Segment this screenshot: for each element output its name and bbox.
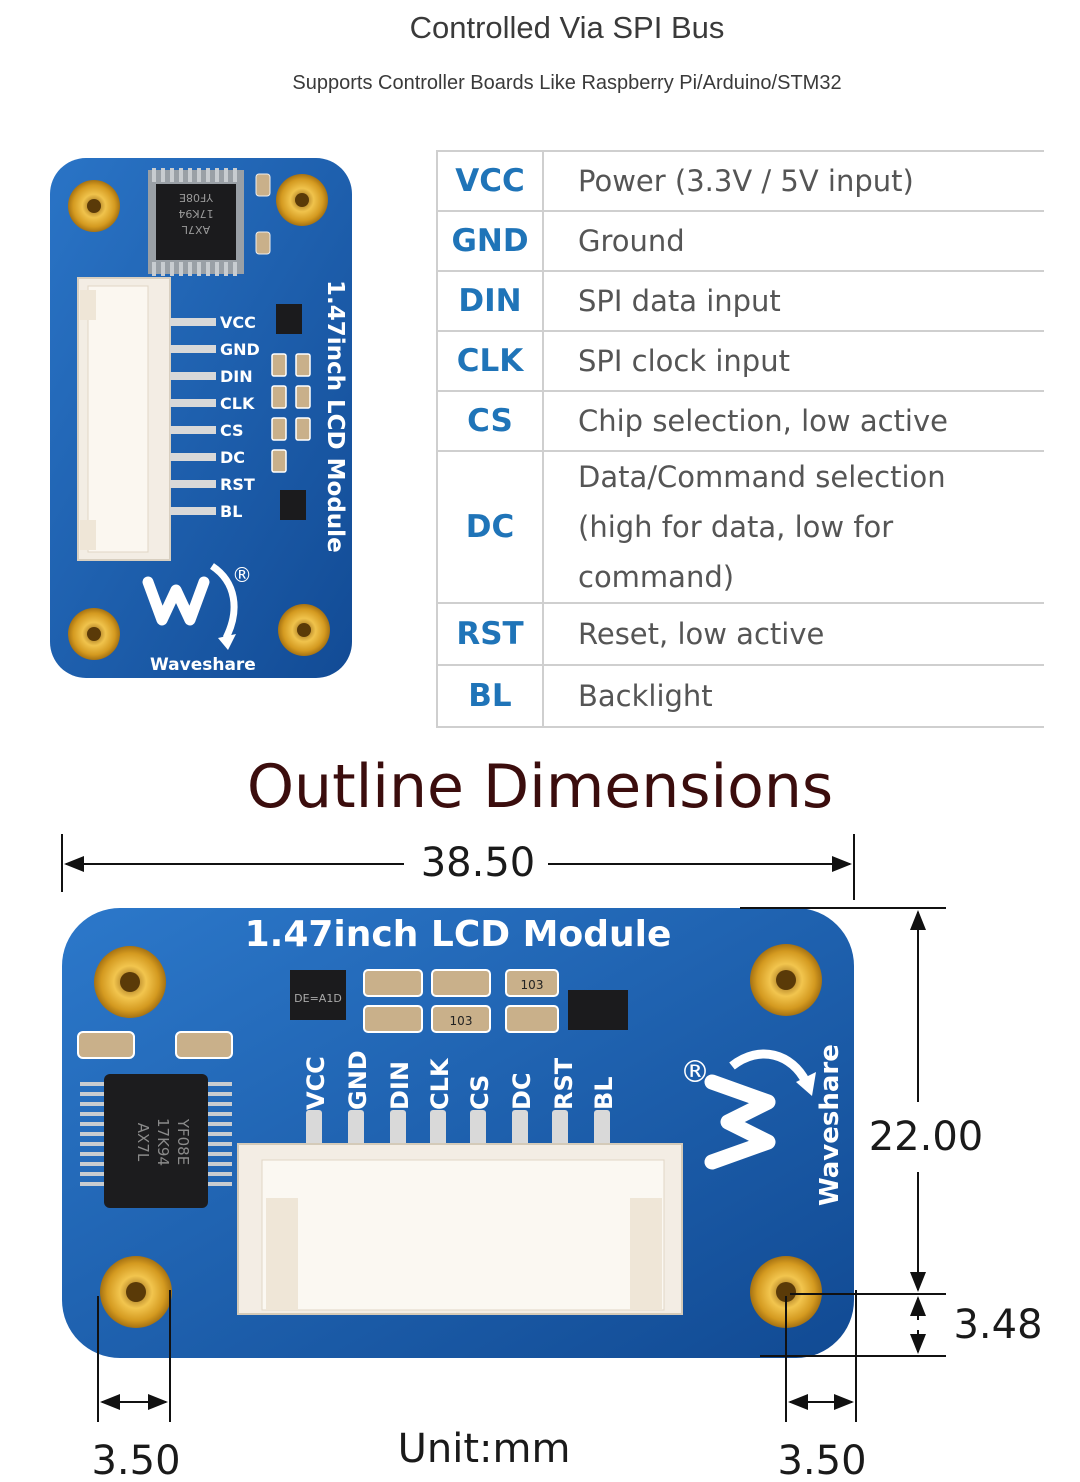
ic-chip: AX7L 17K94 YF08E (148, 168, 244, 276)
board-pin-label: DIN (220, 367, 253, 386)
board-pin-label: RST (550, 1057, 578, 1110)
dim-height: 22.00 (869, 1114, 984, 1160)
pin-desc: Power (3.3V / 5V input) (543, 150, 1044, 212)
resistor-array (363, 969, 559, 1033)
resistor-marking: 103 (450, 1014, 473, 1028)
connector (77, 277, 216, 561)
board-pin-label: CLK (220, 394, 255, 413)
dim-hole-left: 3.50 (91, 1438, 180, 1482)
pin-name: VCC (436, 150, 544, 212)
board-pin-label: CS (220, 421, 244, 440)
pin-row: BL Backlight (436, 664, 1044, 728)
board-front-image: AX7L 17K94 YF08E VCC GND DIN CLK CS DC R… (50, 158, 352, 678)
board-module-title: 1.47inch LCD Module (245, 914, 672, 955)
pin-name: DIN (436, 270, 544, 332)
pin-desc: Chip selection, low active (543, 390, 1044, 452)
pin-row: DIN SPI data input (436, 270, 1044, 332)
pin-row: RST Reset, low active (436, 602, 1044, 666)
waveshare-logo-icon (142, 563, 238, 650)
chip-marking: YF08E (179, 191, 214, 204)
board-pin-label: VCC (302, 1056, 330, 1110)
pin-name: DC (436, 450, 544, 604)
capacitor (255, 173, 271, 197)
pin-row: GND Ground (436, 210, 1044, 272)
pin-desc: Ground (543, 210, 1044, 272)
outline-drawing: 1.47inch LCD Module DE=A1D 103 103 AX7L … (61, 834, 1043, 1482)
board-pin-label: RST (220, 475, 255, 494)
pin-desc: Data/Command selection (high for data, l… (543, 450, 1044, 604)
pin-name: GND (436, 210, 544, 272)
transistor (276, 304, 302, 334)
resistor-marking: 103 (521, 978, 544, 992)
capacitor (77, 1031, 135, 1059)
transistor-marking: DE=A1D (294, 992, 342, 1005)
dim-hole-right: 3.50 (777, 1438, 866, 1482)
transistor (280, 490, 306, 520)
header-subtitle: Supports Controller Boards Like Raspberr… (292, 72, 842, 94)
board-pin-label: BL (590, 1076, 618, 1110)
transistor (568, 990, 628, 1030)
chip-marking: 17K94 (154, 1118, 172, 1166)
board-pin-label: GND (344, 1050, 372, 1110)
registered-mark: ® (232, 563, 252, 587)
pin-name: CS (436, 390, 544, 452)
pin-desc: Backlight (543, 664, 1044, 728)
pin-name: RST (436, 602, 544, 666)
waveshare-logo-icon (704, 1049, 816, 1170)
pin-desc: SPI clock input (543, 330, 1044, 392)
ic-chip: AX7L 17K94 YF08E (80, 1074, 232, 1208)
board-pin-label: GND (220, 340, 260, 359)
board-pin-label: DIN (386, 1061, 414, 1110)
chip-marking: AX7L (134, 1123, 152, 1162)
board-pin-label: DC (220, 448, 245, 467)
pin-desc: Reset, low active (543, 602, 1044, 666)
board-brand: Waveshare (815, 1044, 845, 1206)
pin-desc-line: (high for data, low for command) (578, 510, 894, 594)
dim-width: 38.50 (421, 840, 536, 886)
unit-label: Unit:mm (398, 1426, 571, 1472)
pin-desc-line: Data/Command selection (578, 460, 946, 494)
board-pin-label: CS (466, 1075, 494, 1110)
board-pin-label: BL (220, 502, 242, 521)
pin-row: VCC Power (3.3V / 5V input) (436, 150, 1044, 212)
board-module-title: 1.47inch LCD Module (322, 280, 348, 553)
connector (237, 1110, 683, 1315)
pin-name: BL (436, 664, 544, 728)
pin-row: CLK SPI clock input (436, 330, 1044, 392)
dim-hole-vertical: 3.48 (953, 1302, 1042, 1348)
chip-marking: 17K94 (178, 207, 213, 220)
pin-row: CS Chip selection, low active (436, 390, 1044, 452)
outline-title: Outline Dimensions (246, 752, 834, 822)
pin-row: DC Data/Command selection (high for data… (436, 450, 1044, 604)
capacitor (175, 1031, 233, 1059)
transistor (290, 970, 346, 1020)
pin-table: VCC Power (3.3V / 5V input) GND Ground D… (436, 150, 1044, 728)
board-pin-label: VCC (220, 313, 256, 332)
chip-marking: AX7L (181, 223, 210, 236)
header-title: Controlled Via SPI Bus (409, 10, 725, 45)
registered-mark: ® (680, 1055, 710, 1090)
pin-name: CLK (436, 330, 544, 392)
capacitor (255, 231, 271, 255)
board-pin-label: DC (508, 1072, 536, 1110)
board-pin-label: CLK (426, 1057, 454, 1110)
chip-marking: YF08E (174, 1118, 192, 1165)
pin-desc: SPI data input (543, 270, 1044, 332)
board-brand: Waveshare (150, 655, 256, 675)
